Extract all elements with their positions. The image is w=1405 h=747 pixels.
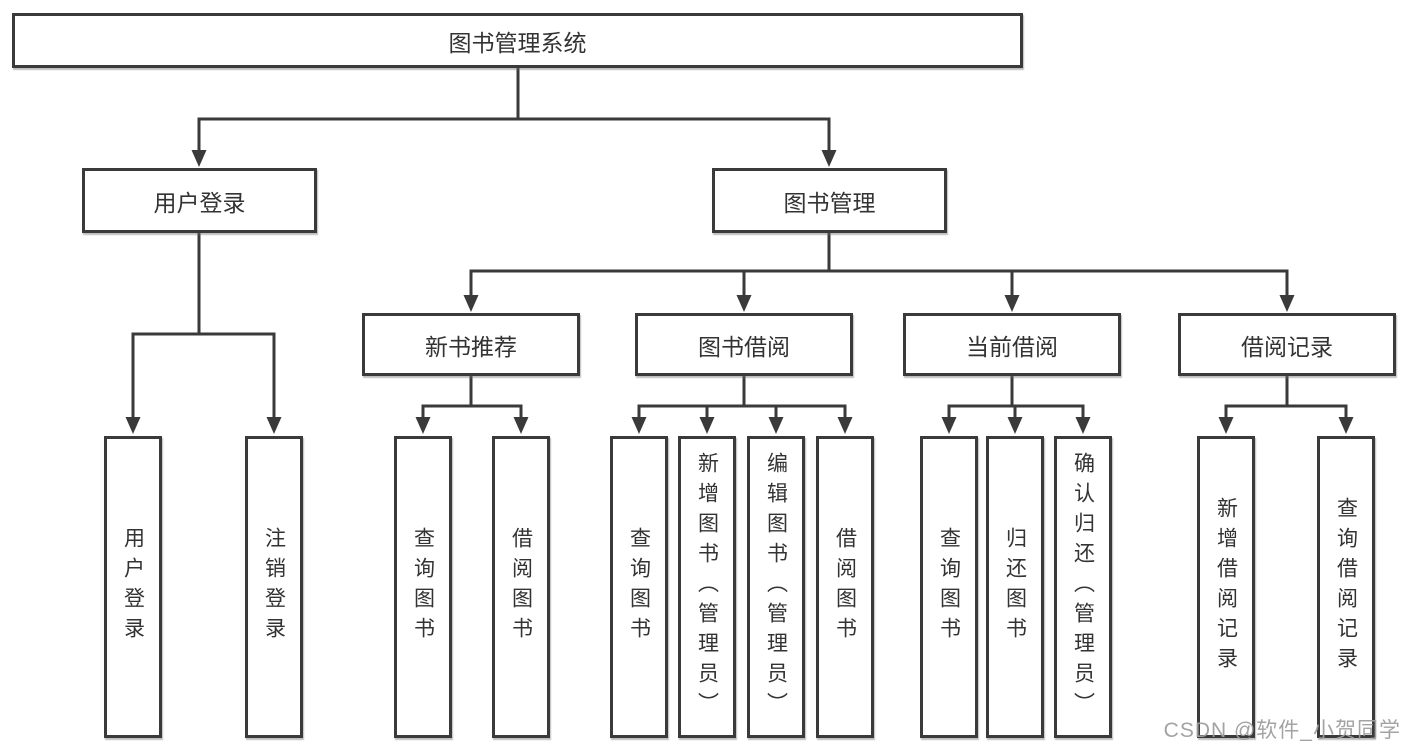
- leaf-add-book-admin: 新增图书（管理员）: [678, 436, 736, 738]
- node-root-system: 图书管理系统: [12, 13, 1023, 68]
- leaf-add-borrow-record: 新增借阅记录: [1197, 436, 1255, 738]
- node-new-book-recommend: 新书推荐: [362, 313, 580, 376]
- leaf-label: 归还图书: [1003, 527, 1027, 647]
- leaf-label: 注销登录: [262, 527, 286, 647]
- node-book-management: 图书管理: [712, 168, 947, 233]
- node-current-borrowing: 当前借阅: [903, 313, 1121, 376]
- leaf-confirm-return-admin: 确认归还（管理员）: [1054, 436, 1112, 738]
- node-user-login: 用户登录: [82, 168, 317, 233]
- leaf-query-borrow-record: 查询借阅记录: [1317, 436, 1375, 738]
- node-borrowing-records: 借阅记录: [1178, 313, 1396, 376]
- leaf-label: 借阅图书: [509, 527, 533, 647]
- leaf-label: 新增借阅记录: [1214, 497, 1238, 677]
- leaf-label: 查询图书: [937, 527, 961, 647]
- leaf-label: 查询借阅记录: [1334, 497, 1358, 677]
- csdn-watermark: CSDN @软件_小贺同学: [1163, 719, 1401, 742]
- leaf-edit-book-admin: 编辑图书（管理员）: [747, 436, 805, 738]
- leaf-label: 确认归还（管理员）: [1071, 452, 1095, 722]
- leaf-label: 查询图书: [411, 527, 435, 647]
- leaf-label: 用户登录: [121, 527, 145, 647]
- node-book-borrowing: 图书借阅: [635, 313, 853, 376]
- leaf-query-books-2: 查询图书: [610, 436, 668, 738]
- leaf-label: 新增图书（管理员）: [695, 452, 719, 722]
- leaf-borrow-books-2: 借阅图书: [816, 436, 874, 738]
- leaf-logout: 注销登录: [245, 436, 303, 738]
- leaf-label: 编辑图书（管理员）: [764, 452, 788, 722]
- leaf-user-login: 用户登录: [104, 436, 162, 738]
- leaf-borrow-books-1: 借阅图书: [492, 436, 550, 738]
- leaf-label: 借阅图书: [833, 527, 857, 647]
- leaf-label: 查询图书: [627, 527, 651, 647]
- leaf-query-books-3: 查询图书: [920, 436, 978, 738]
- leaf-return-book: 归还图书: [986, 436, 1044, 738]
- leaf-query-books-1: 查询图书: [394, 436, 452, 738]
